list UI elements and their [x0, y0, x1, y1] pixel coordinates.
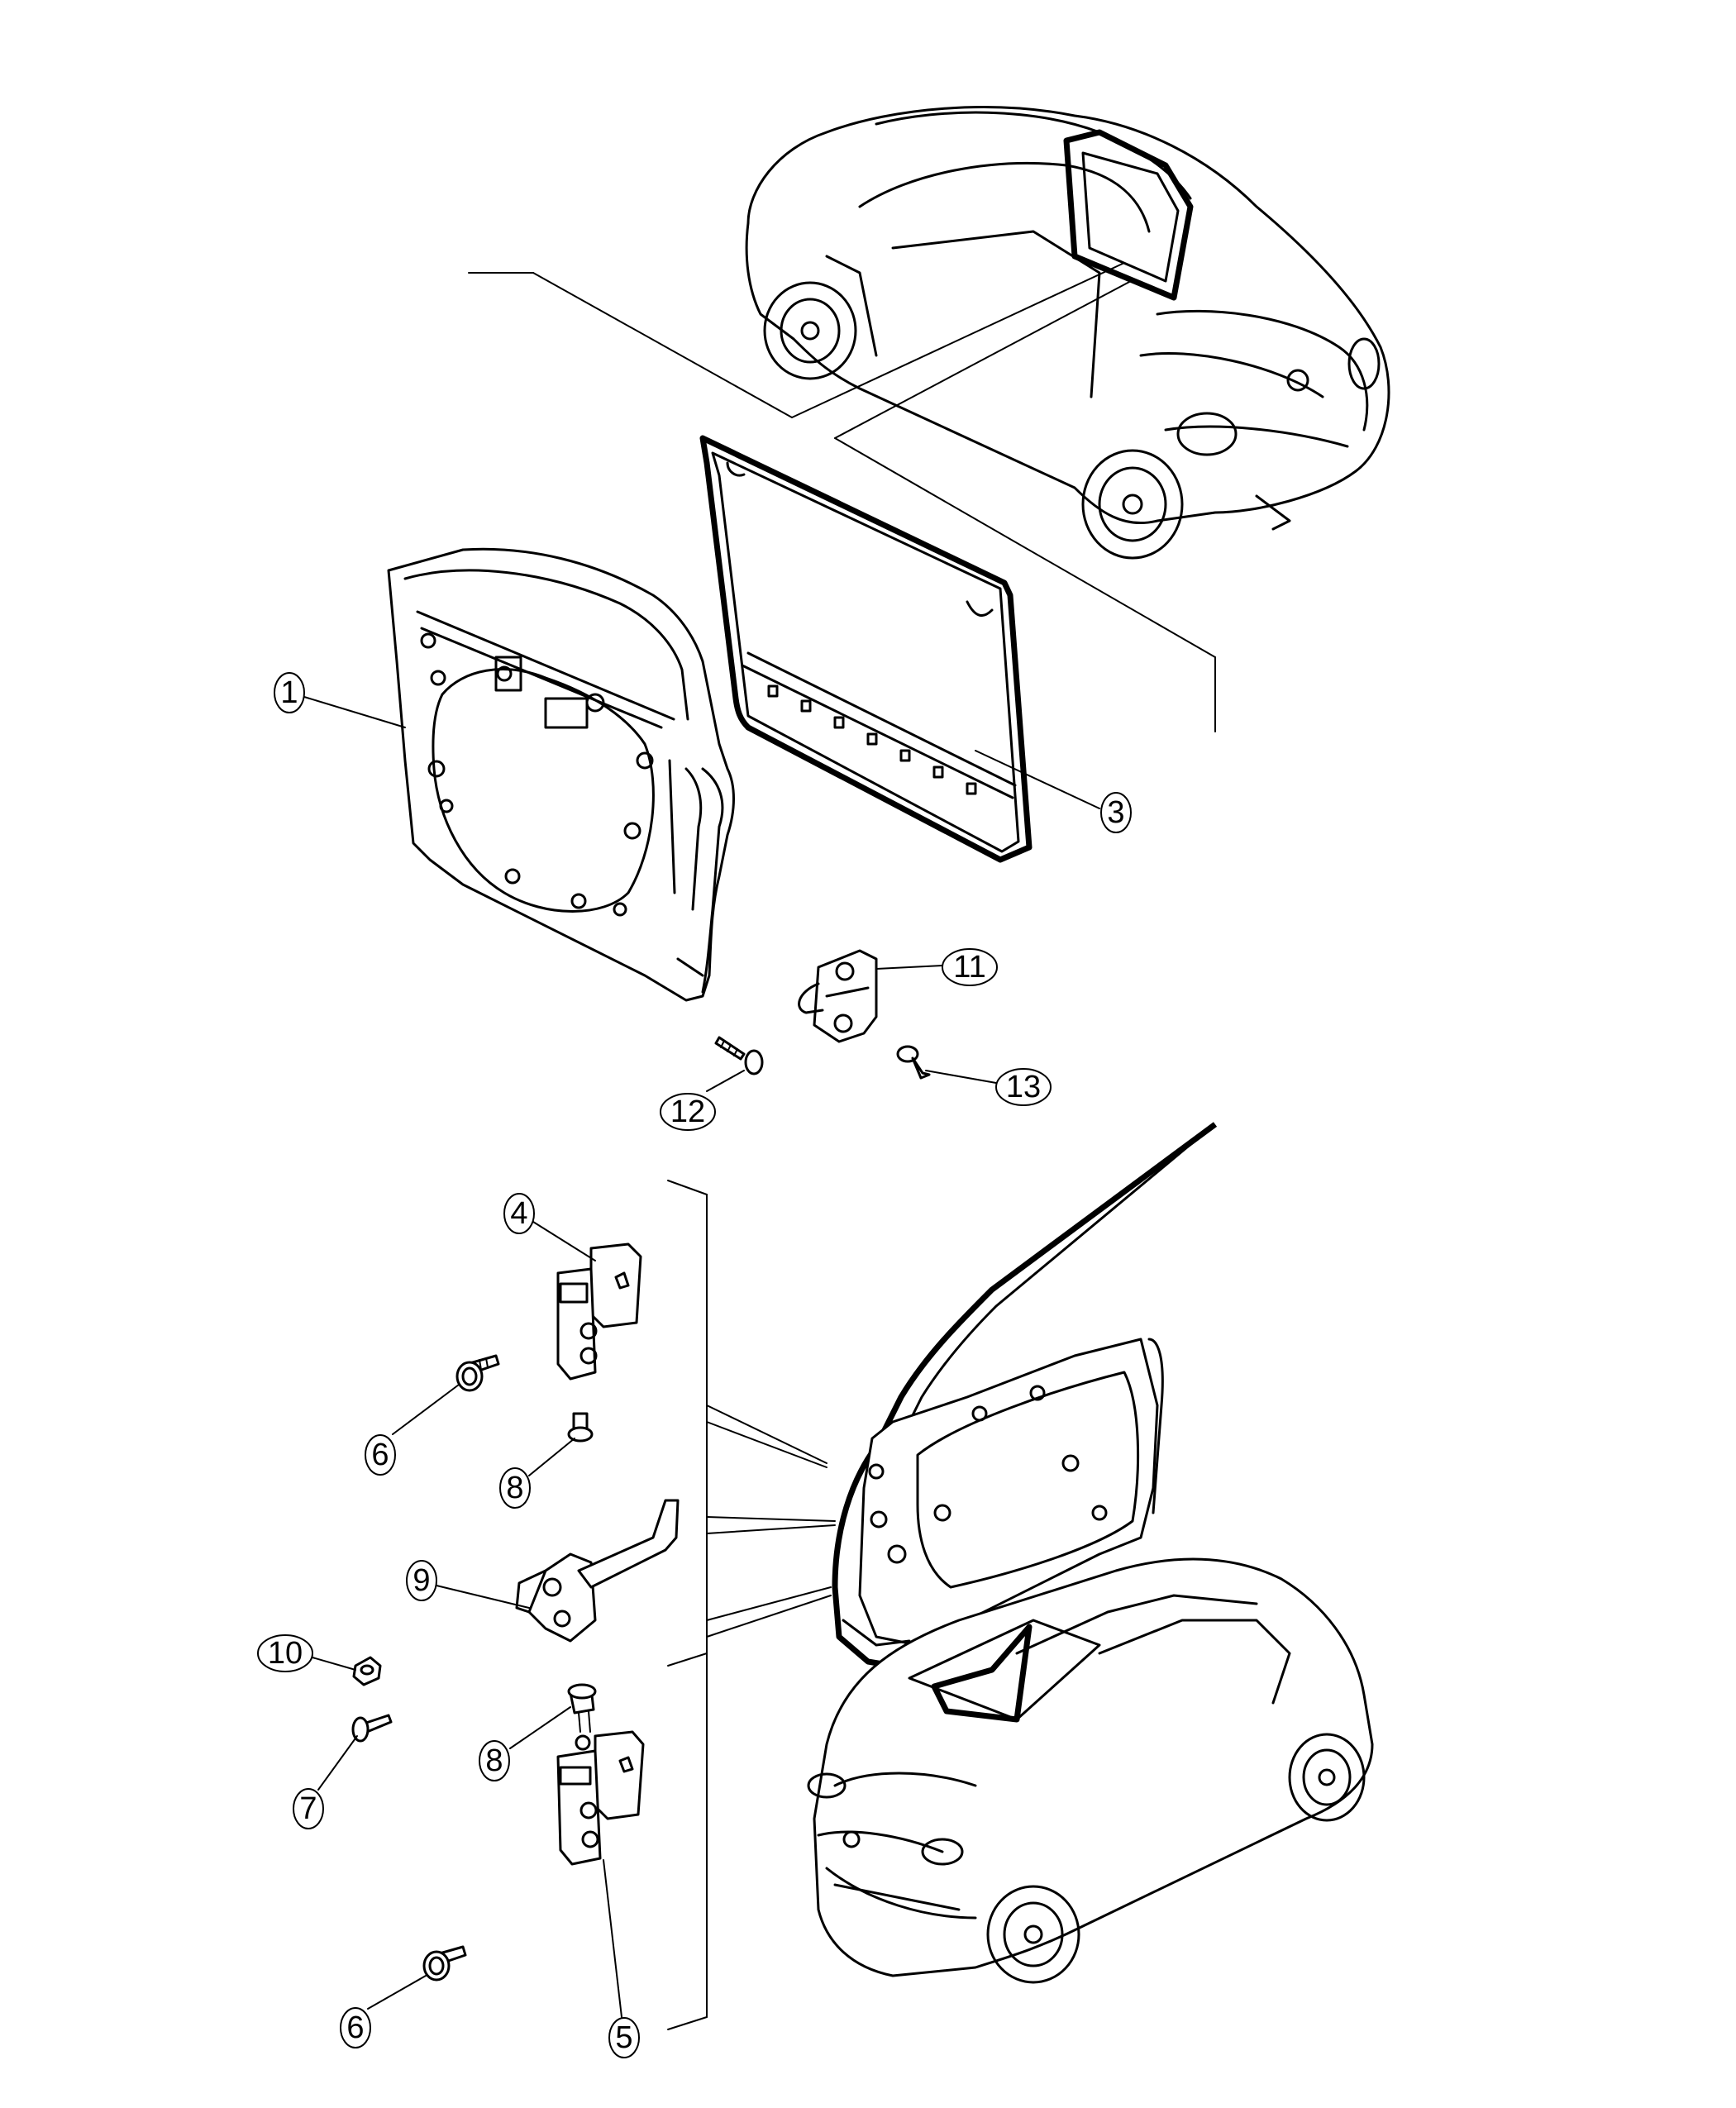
callout-8-upper-label: 8 [506, 1471, 523, 1505]
assembled-door [832, 1122, 1218, 1673]
callout-10-circle [257, 1634, 313, 1672]
callout-6-upper-circle [365, 1434, 396, 1476]
seal-clips [767, 684, 977, 795]
bolt-part-8-lower [567, 1683, 597, 1733]
nut-part-8-upper [567, 1412, 594, 1443]
callout-7-label: 7 [299, 1791, 317, 1826]
vehicle-front-view [807, 1557, 1374, 1984]
callout-12-circle [660, 1093, 716, 1131]
bracket-line-bottom [667, 1180, 836, 2030]
callout-6-lower-circle [340, 2007, 371, 2048]
callout-1-circle [274, 672, 305, 713]
callout-5-label: 5 [615, 2020, 632, 2055]
callout-9-circle [406, 1560, 437, 1601]
door-check-part-9 [515, 1499, 680, 1643]
callout-5-circle [608, 2017, 640, 2058]
callout-9-label: 9 [413, 1563, 430, 1598]
callout-12-label: 12 [670, 1095, 705, 1129]
callout-8-lower-label: 8 [485, 1743, 503, 1778]
callout-7-circle [293, 1788, 324, 1829]
callout-8-lower-circle [479, 1740, 510, 1781]
upper-hinge-part-4 [556, 1242, 642, 1381]
callout-11-circle [942, 948, 998, 986]
callout-8-upper-circle [499, 1467, 531, 1509]
vehicle-rear-view [745, 106, 1390, 560]
callout-4-circle [503, 1193, 535, 1234]
door-shell-part-1 [387, 547, 735, 1002]
callouts: 1 3 4 5 6 6 7 8 8 9 [257, 672, 1132, 2058]
callout-13-label: 13 [1006, 1070, 1041, 1104]
callout-3-circle [1100, 792, 1132, 833]
screw-part-13 [896, 1045, 931, 1080]
bolt-part-6-upper [455, 1354, 500, 1392]
callout-3-label: 3 [1107, 795, 1124, 830]
callout-11-label: 11 [953, 950, 985, 985]
callout-13-circle [995, 1068, 1052, 1106]
callout-10-label: 10 [268, 1636, 303, 1671]
bolt-part-6-lower [422, 1945, 467, 1982]
leader-lines-top [468, 262, 1216, 732]
bolt-part-7 [351, 1714, 393, 1743]
door-seal-part-3 [699, 435, 1033, 863]
striker-part-11 [798, 949, 878, 1043]
callout-6-upper-label: 6 [371, 1438, 389, 1472]
callout-4-label: 4 [510, 1196, 527, 1231]
lower-hinge-part-5 [556, 1730, 645, 1866]
screw-part-12 [714, 1036, 764, 1075]
nut-part-10 [352, 1656, 382, 1686]
callout-6-lower-label: 6 [346, 2010, 364, 2045]
callout-1-label: 1 [280, 675, 298, 710]
